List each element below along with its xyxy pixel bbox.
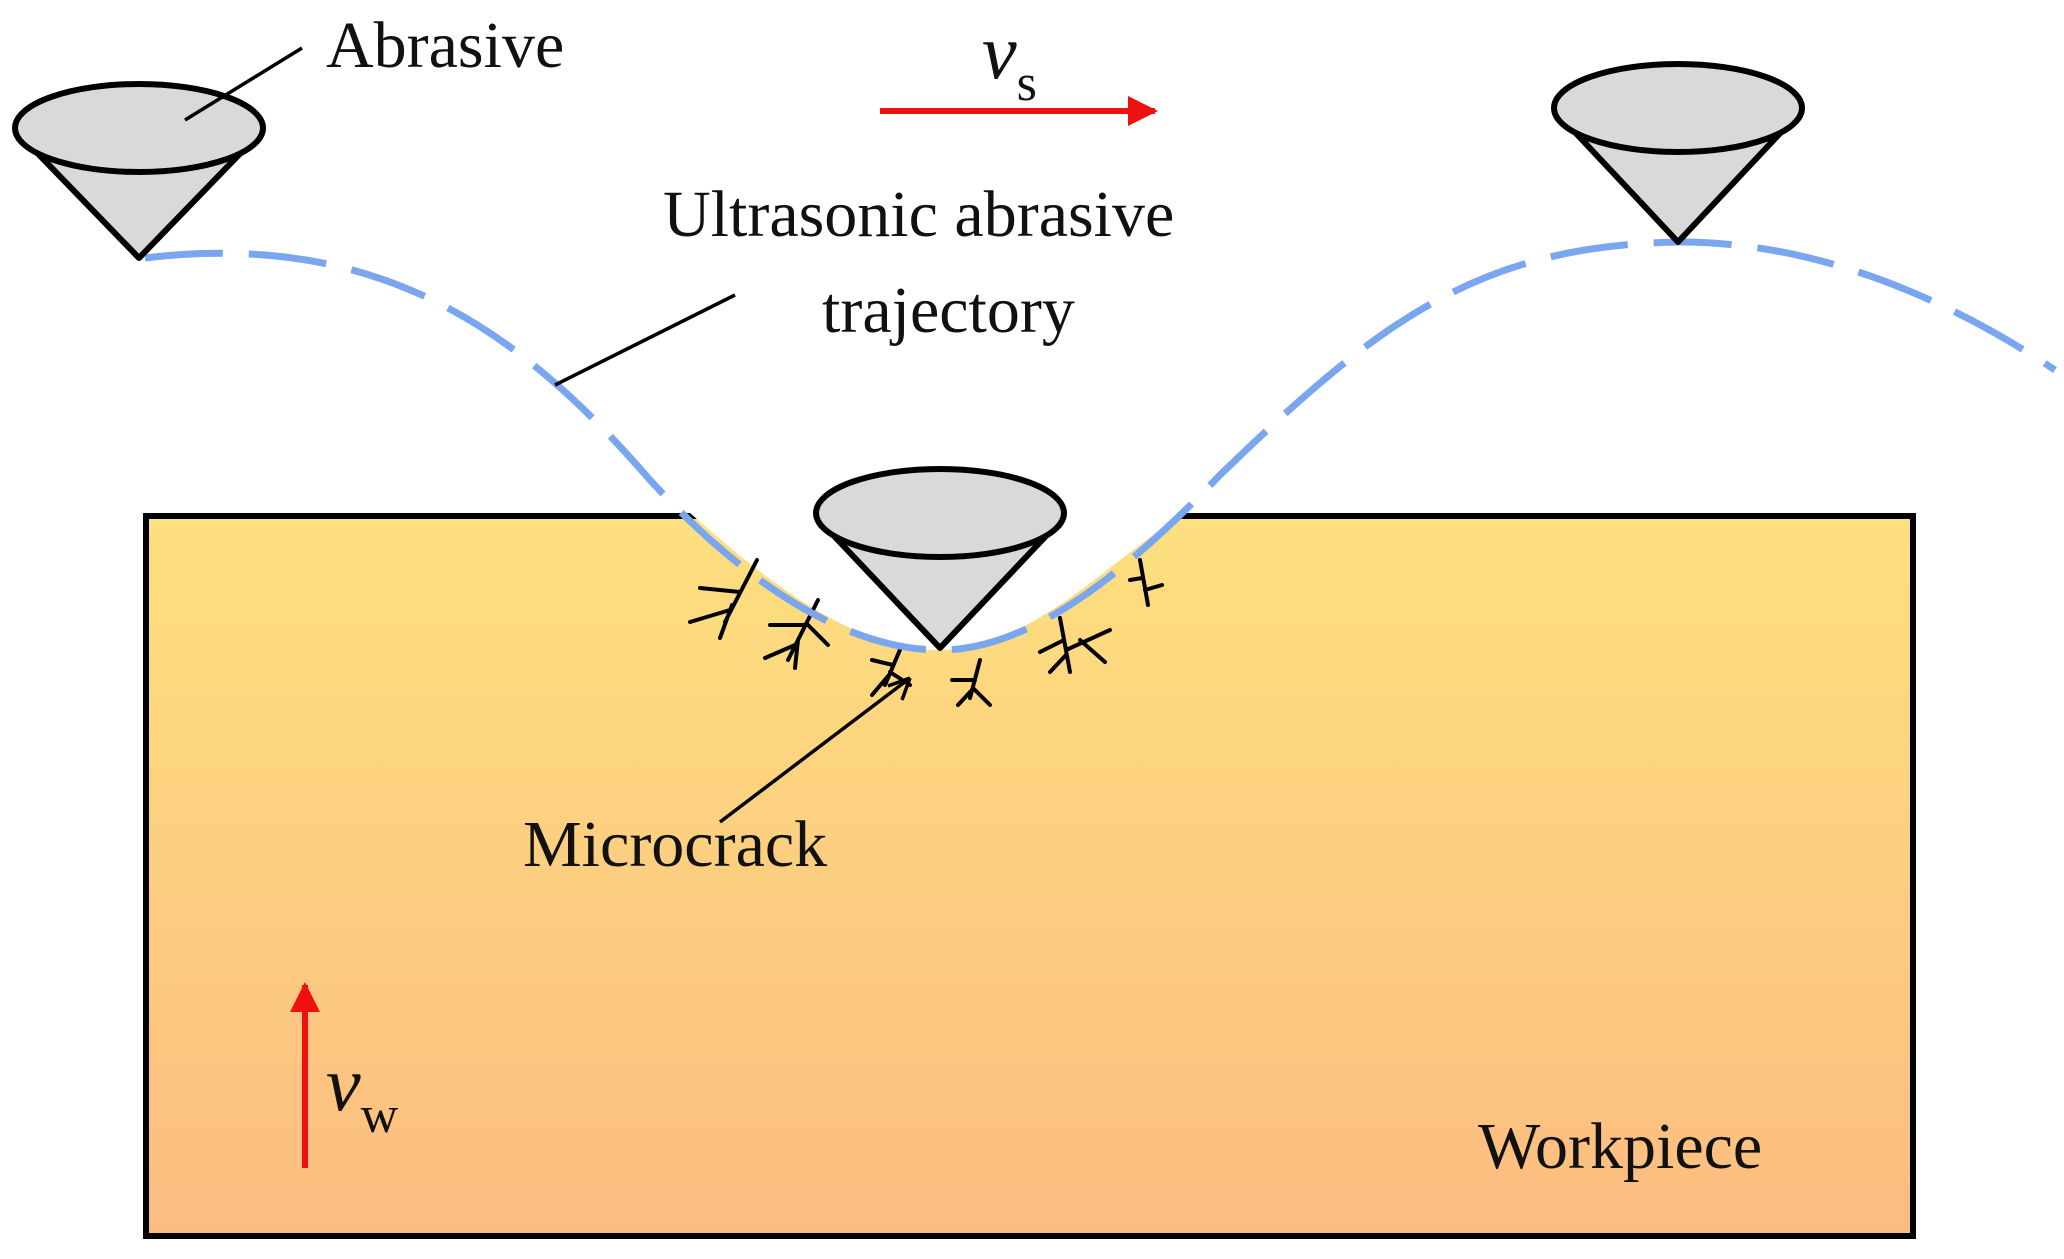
workpiece-velocity-symbol: v bbox=[326, 1040, 361, 1127]
trajectory-label-line2: trajectory bbox=[822, 274, 1075, 347]
workpiece-block bbox=[143, 513, 1916, 1239]
workpiece-label: Workpiece bbox=[1478, 1110, 1762, 1183]
abrasive-label: Abrasive bbox=[326, 9, 564, 82]
spindle-velocity-subscript: s bbox=[1017, 55, 1037, 112]
microcrack-leader-arrowhead bbox=[887, 676, 912, 701]
abrasive-grain-1 bbox=[12, 81, 266, 261]
workpiece-velocity-subscript: w bbox=[361, 1087, 399, 1144]
microcrack-label: Microcrack bbox=[523, 808, 827, 881]
spindle-velocity-symbol: v bbox=[982, 8, 1017, 95]
ultrasonic-trajectory-curve bbox=[144, 238, 2057, 654]
microcracks bbox=[688, 558, 1164, 707]
abrasive-grain-2 bbox=[813, 466, 1067, 651]
spindle-velocity-label: vs bbox=[982, 8, 1037, 112]
trajectory-leader-line bbox=[554, 293, 736, 387]
workpiece-velocity-label: vw bbox=[326, 1040, 399, 1144]
abrasive-leader-line bbox=[184, 46, 303, 122]
abrasive-grain-3 bbox=[1551, 61, 1805, 245]
trajectory-label-line1: Ultrasonic abrasive bbox=[663, 178, 1174, 251]
microcrack-leader-line bbox=[718, 676, 912, 824]
